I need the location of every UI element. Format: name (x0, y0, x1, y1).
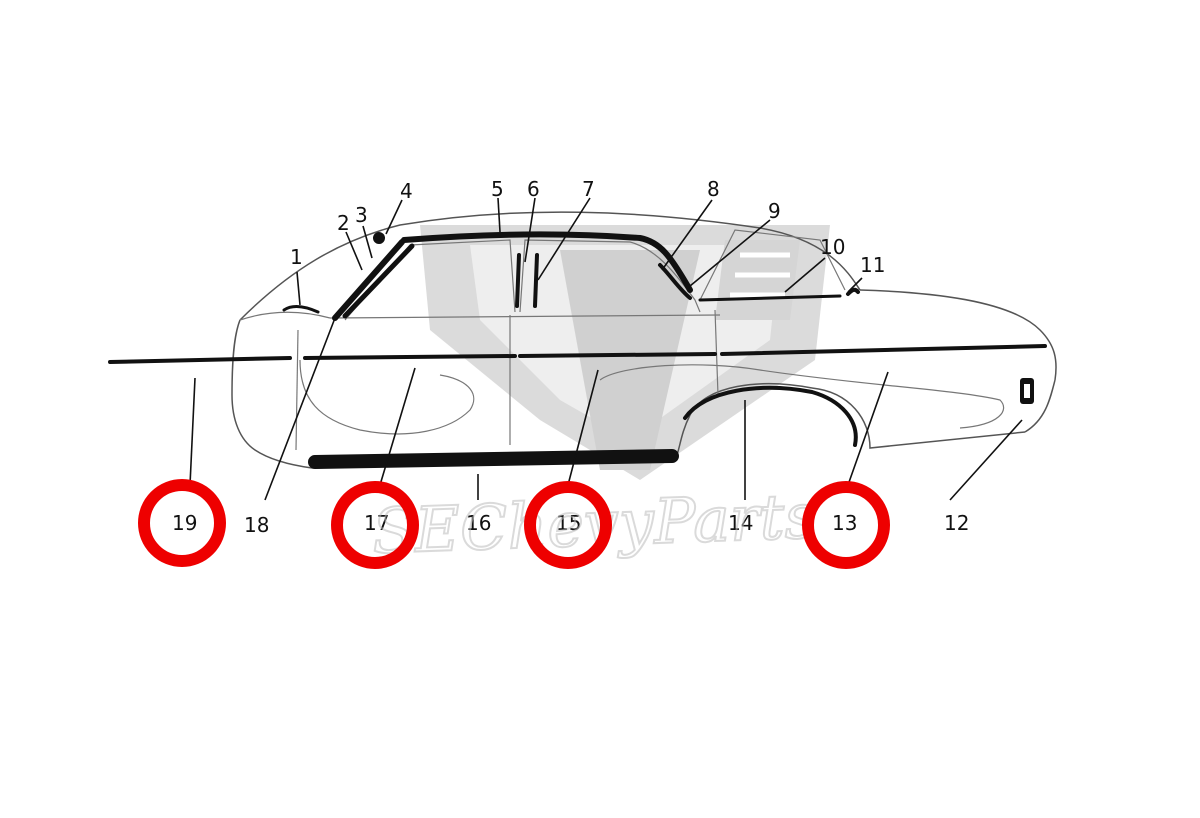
callout-8: 8 (707, 177, 720, 201)
callout-5: 5 (491, 177, 504, 201)
callout-1: 1 (290, 245, 303, 269)
callout-7: 7 (582, 177, 595, 201)
callout-16: 16 (466, 511, 491, 535)
callout-17: 17 (364, 511, 389, 535)
callout-14: 14 (728, 511, 753, 535)
highlight-ring-13 (802, 481, 890, 569)
callout-18: 18 (244, 513, 269, 537)
callout-labels: 1 2 3 4 5 6 7 8 9 10 11 12 13 14 15 16 1… (172, 177, 969, 537)
callout-9: 9 (768, 199, 781, 223)
callout-19: 19 (172, 511, 197, 535)
callout-10: 10 (820, 235, 845, 259)
callout-3: 3 (355, 203, 368, 227)
trim-moldings (108, 231, 1047, 469)
callout-6: 6 (527, 177, 540, 201)
roof-ornament-icon (373, 232, 385, 244)
callout-13: 13 (832, 511, 857, 535)
callout-11: 11 (860, 253, 885, 277)
callout-12: 12 (944, 511, 969, 535)
callout-4: 4 (400, 179, 413, 203)
callout-2: 2 (337, 211, 350, 235)
highlight-ring-19 (138, 479, 226, 567)
leader-lines (189, 197, 1023, 501)
highlight-ring-17 (331, 481, 419, 569)
highlight-rings (138, 479, 890, 569)
highlight-ring-15 (524, 481, 612, 569)
callout-15: 15 (556, 511, 581, 535)
